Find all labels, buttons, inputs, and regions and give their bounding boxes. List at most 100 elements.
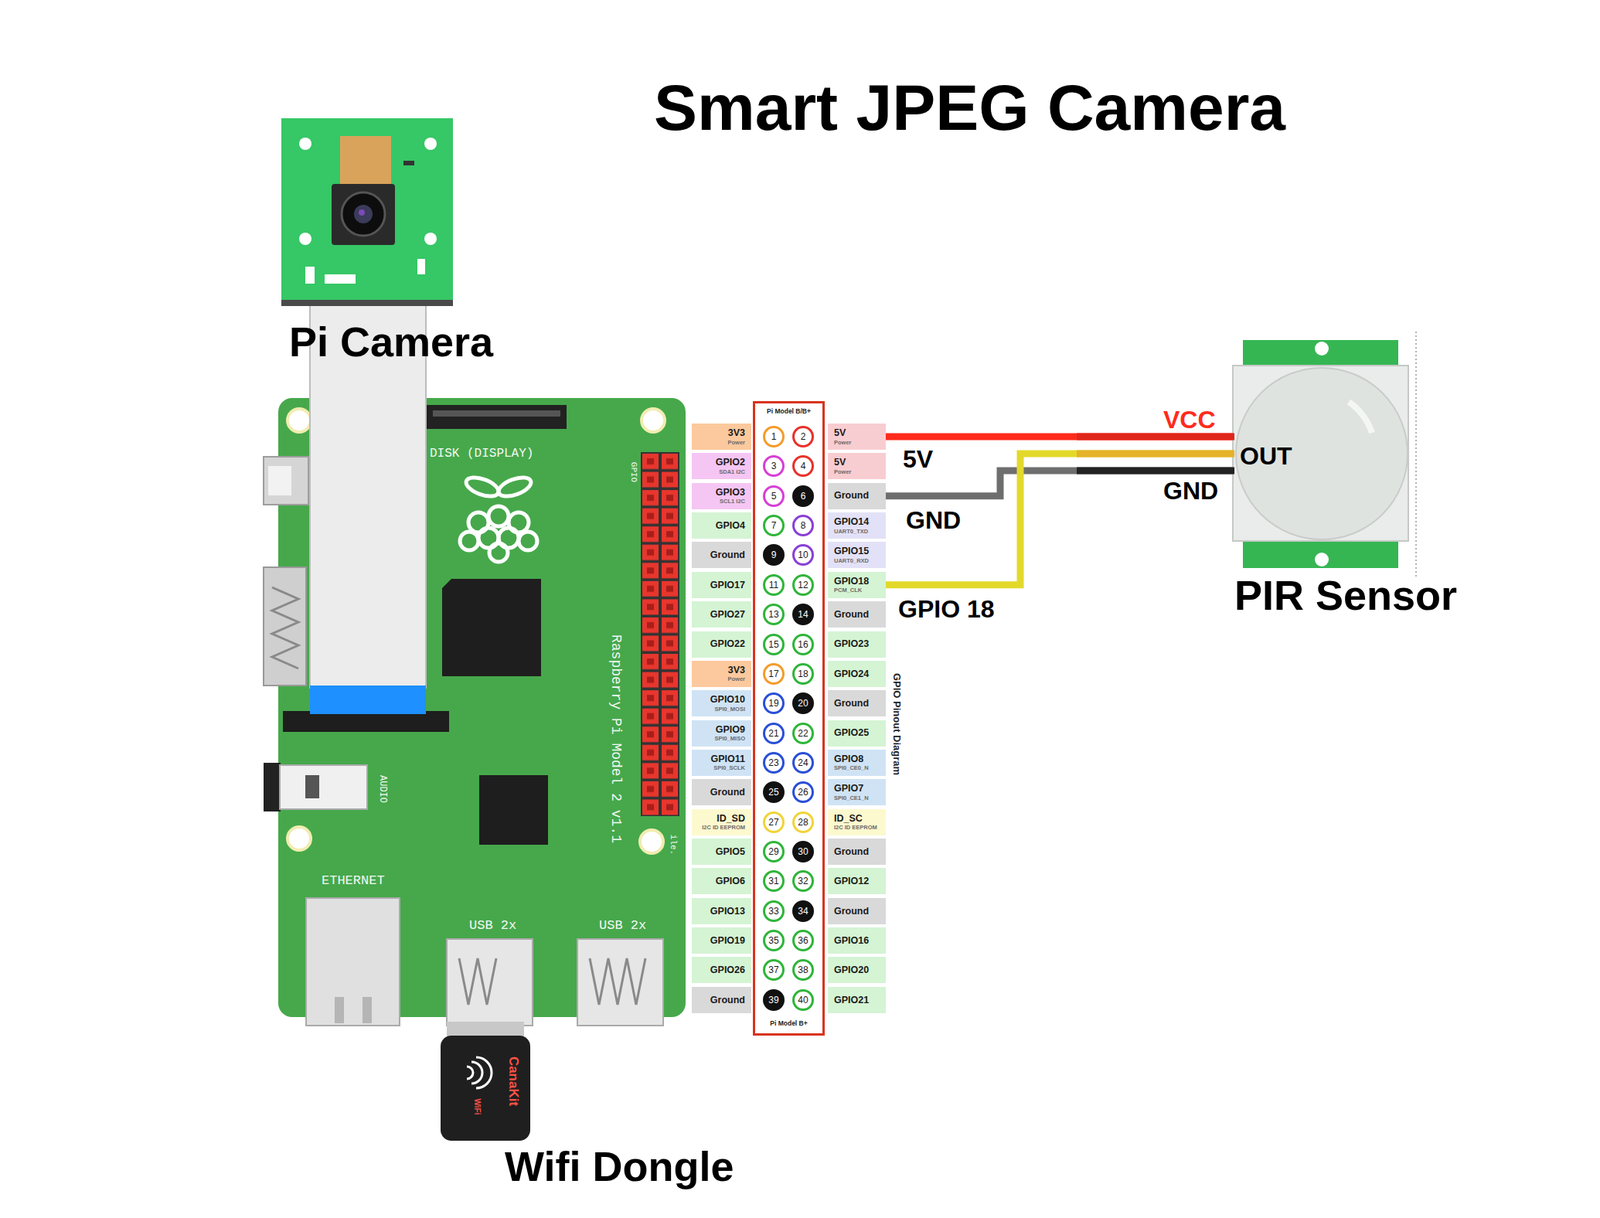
pin-circle: 19 bbox=[762, 692, 785, 715]
pin-circle: 2 bbox=[792, 425, 814, 448]
pin-name: GPIO11 bbox=[711, 754, 746, 765]
pin-circle: 23 bbox=[762, 752, 785, 774]
pin-circle: 9 bbox=[762, 544, 785, 566]
pin-circle: 4 bbox=[792, 455, 814, 477]
pin-circle: 13 bbox=[762, 603, 785, 626]
pin-function: Power bbox=[727, 439, 746, 446]
pin-name: 5V bbox=[834, 457, 846, 468]
pin-label-box: GPIO11SPI0_SCLK bbox=[691, 749, 752, 777]
pin-function: SDA1 I2C bbox=[718, 469, 746, 476]
pin-name: GPIO24 bbox=[834, 669, 869, 680]
pin-circle: 3 bbox=[762, 455, 785, 477]
pin-number: 28 bbox=[797, 817, 808, 828]
pin-name: GPIO15 bbox=[834, 546, 869, 557]
pin-number: 7 bbox=[771, 520, 777, 531]
pin-number: 36 bbox=[797, 936, 808, 946]
pin-ring bbox=[793, 842, 814, 862]
pin-ring bbox=[764, 812, 784, 832]
pin-ring bbox=[793, 663, 814, 684]
pin-number: 13 bbox=[768, 609, 779, 620]
ribbon-cable bbox=[309, 301, 426, 715]
pin-label-box: Ground bbox=[691, 779, 752, 806]
pin-ring bbox=[793, 990, 814, 1010]
pin-name: GPIO22 bbox=[710, 639, 746, 650]
pin-number: 1 bbox=[771, 432, 777, 442]
pin-ring bbox=[764, 752, 784, 773]
pin-circle: 24 bbox=[792, 752, 814, 774]
pin-ring bbox=[793, 871, 814, 892]
pin-number: 5 bbox=[771, 491, 777, 501]
pin-ring bbox=[764, 545, 784, 566]
raspberry-pi-board: DISK (DISPLAY)GPIORaspberry Pi Model 2 v… bbox=[278, 398, 686, 1018]
pin-circle: 6 bbox=[792, 485, 814, 508]
pin-ring bbox=[793, 605, 814, 625]
pin-circle: 14 bbox=[792, 603, 814, 626]
pin-name: GPIO20 bbox=[834, 965, 869, 976]
pin-ring bbox=[793, 516, 814, 536]
pin-circle: 1 bbox=[762, 425, 785, 448]
pin-name: GPIO23 bbox=[834, 639, 869, 650]
silkscreen-text: DISK (DISPLAY) bbox=[429, 447, 534, 460]
pin-circle: 12 bbox=[792, 574, 814, 596]
pin-name: OUT bbox=[1239, 443, 1293, 469]
pin-name: GPIO3 bbox=[715, 487, 746, 498]
pin-label-box: GPIO12 bbox=[827, 868, 886, 895]
pin-label-box: GPIO8SPI0_CE0_N bbox=[827, 749, 886, 777]
pin-circle: 38 bbox=[792, 959, 814, 981]
silkscreen-text: ETHERNET bbox=[321, 874, 385, 888]
pin-ring bbox=[764, 663, 784, 684]
pin-ring bbox=[793, 634, 814, 654]
pin-number: 14 bbox=[797, 609, 808, 620]
pi-camera: Pi Camera bbox=[281, 118, 453, 307]
pin-label-box: GPIO16 bbox=[827, 927, 886, 954]
pir-sensor-body bbox=[1232, 331, 1417, 577]
wifi-dongle-body bbox=[440, 1021, 531, 1141]
pin-label-box: GPIO23 bbox=[827, 631, 886, 658]
pin-label-box: GPIO5 bbox=[691, 838, 752, 865]
pin-circle: 28 bbox=[792, 811, 814, 834]
pin-label-box: GPIO22 bbox=[691, 631, 752, 658]
pin-name: GPIO8 bbox=[834, 754, 864, 765]
pin-ring bbox=[764, 516, 784, 536]
pin-ring bbox=[764, 871, 784, 892]
pin-label-box: 3V3Power bbox=[691, 660, 752, 688]
pin-label-box: GPIO9SPI0_MISO bbox=[691, 720, 752, 747]
pin-number: 32 bbox=[797, 876, 808, 886]
pin-function: PCM_CLK bbox=[834, 587, 862, 594]
pin-circle: 31 bbox=[762, 870, 785, 892]
pin-label-box: 5VPower bbox=[827, 452, 886, 480]
pin-number: 6 bbox=[800, 491, 807, 501]
pin-name: GPIO6 bbox=[715, 876, 746, 887]
pin-name: GPIO17 bbox=[710, 580, 746, 591]
pin-circle: 39 bbox=[762, 989, 785, 1012]
pin-label-box: ID_SCI2C ID EEPROM bbox=[827, 809, 886, 836]
pin-label-box: GPIO14UART0_TXD bbox=[827, 512, 886, 539]
gpio-header: Pi Model B/B+Pi Model B+1234567891011121… bbox=[752, 401, 825, 1036]
diagram-title: Smart JPEG Camera bbox=[653, 74, 1286, 140]
pin-ring bbox=[764, 634, 784, 654]
part-name: Pi Camera bbox=[289, 320, 494, 363]
pin-name: ID_SC bbox=[834, 813, 863, 824]
pin-label-box: GPIO15UART0_RXD bbox=[827, 541, 886, 569]
header-label: Pi Model B/B+ bbox=[755, 408, 823, 416]
pin-number: 20 bbox=[797, 698, 808, 709]
pin-name: GPIO13 bbox=[710, 906, 746, 917]
pin-circle: 32 bbox=[792, 870, 814, 892]
pin-name: 3V3 bbox=[728, 428, 746, 439]
pin-name: VCC bbox=[1163, 407, 1216, 433]
pin-number: 39 bbox=[768, 995, 779, 1005]
pin-function: UART0_TXD bbox=[834, 528, 869, 535]
pin-ring bbox=[764, 486, 784, 506]
pin-ring bbox=[764, 694, 784, 714]
pin-circle: 37 bbox=[762, 959, 785, 981]
pin-number: 38 bbox=[797, 965, 808, 975]
pin-label-box: GPIO19 bbox=[691, 927, 752, 954]
pin-number: 16 bbox=[797, 640, 808, 650]
brand-text: WiFi bbox=[473, 1098, 481, 1115]
pin-number: 9 bbox=[771, 550, 777, 560]
wire-label: GND bbox=[905, 507, 961, 533]
pin-ring bbox=[793, 931, 814, 951]
pin-name: GPIO26 bbox=[710, 965, 746, 976]
pin-number: 24 bbox=[797, 758, 808, 768]
pin-number: 25 bbox=[768, 787, 779, 797]
